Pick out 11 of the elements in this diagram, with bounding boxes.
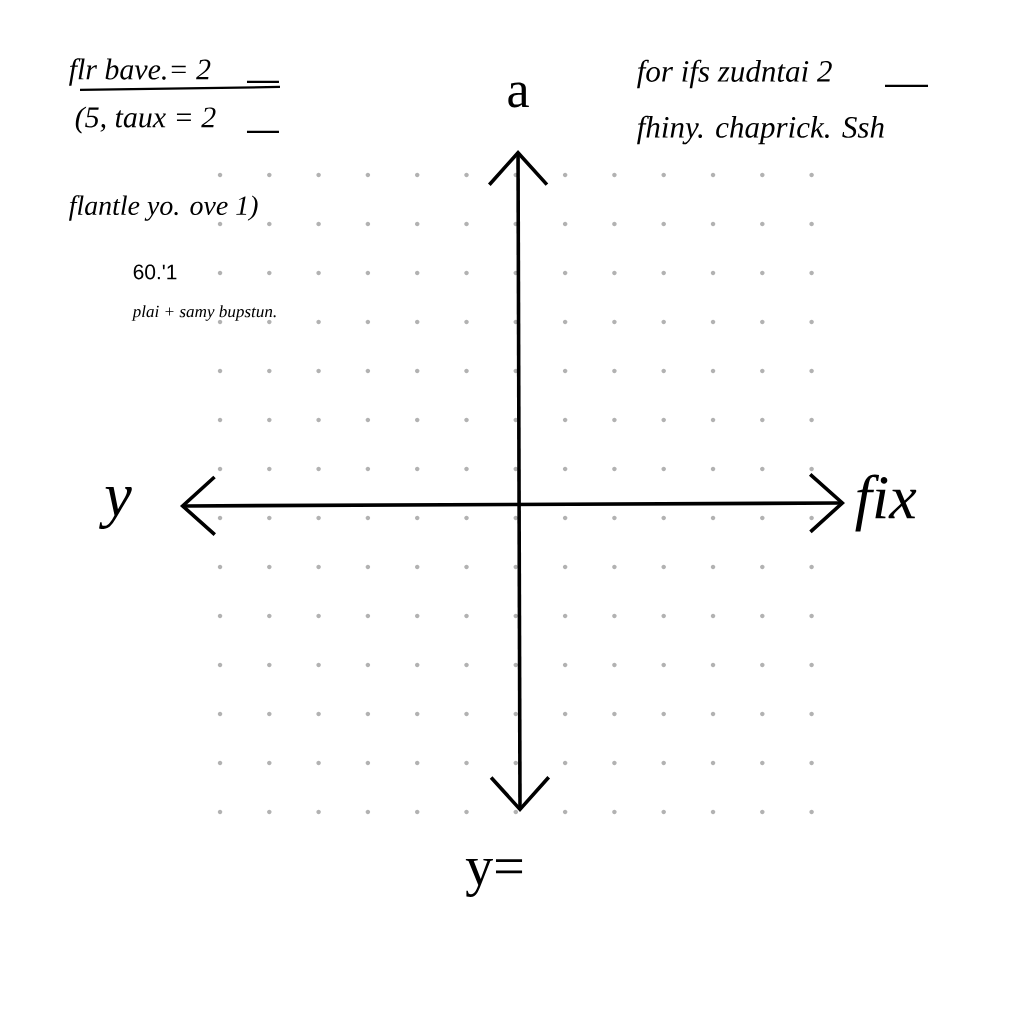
handwritten-note: 60.'1 <box>133 264 177 280</box>
axis-label: y= <box>465 859 523 897</box>
handwritten-note: for ifs zudntai 2 <box>637 59 832 89</box>
axis-label: fix <box>855 474 917 532</box>
axis-label: y <box>99 487 132 529</box>
handwritten-note: (5, taux = 2 <box>75 106 216 134</box>
handwritten-note: plai + samy bupstun. <box>131 305 276 321</box>
handwritten-note: flr bave.= 2 <box>69 58 211 86</box>
axis-label: a <box>508 82 529 108</box>
handwritten-note: flantle yo. ove 1) <box>69 195 258 221</box>
handwritten-note: fhiny. chaprick. Ssh <box>637 115 884 145</box>
